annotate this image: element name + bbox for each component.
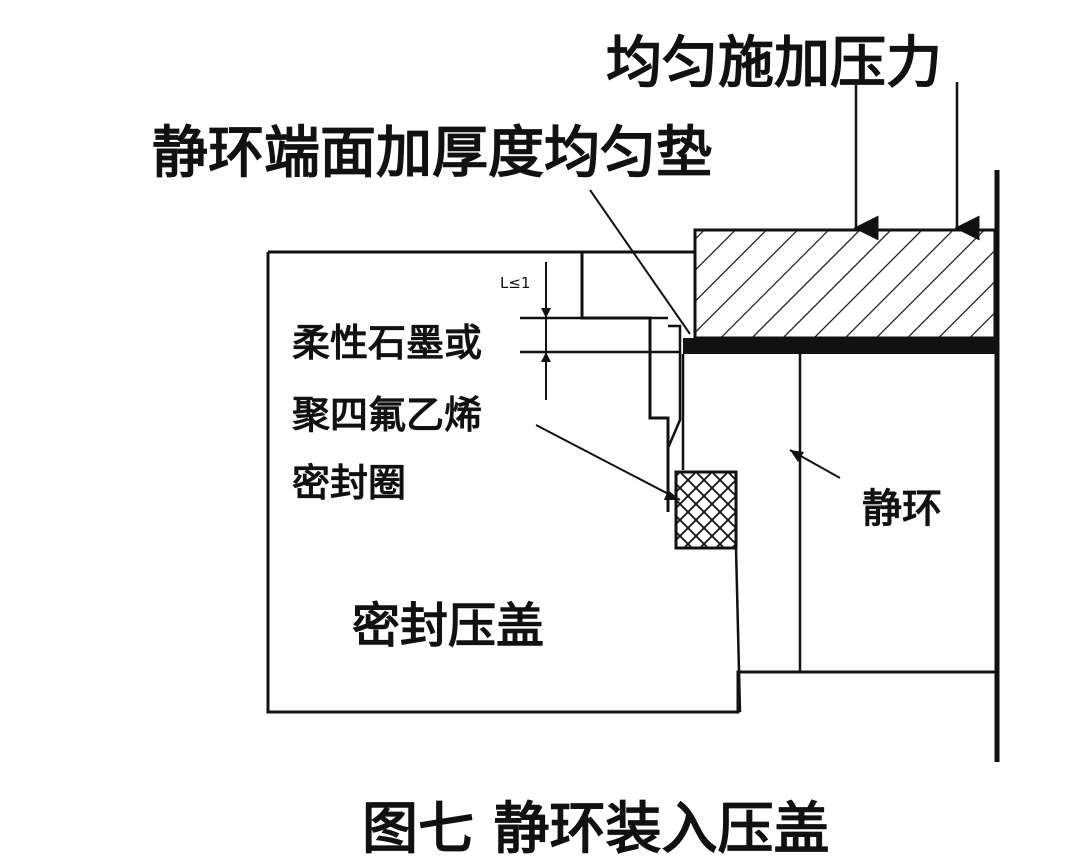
gland-label: 密封压盖 xyxy=(352,598,544,654)
pressure-plate xyxy=(693,228,997,340)
gland-inner-profile xyxy=(666,324,682,482)
seal-ring-leader-arrow xyxy=(664,490,680,500)
gland-lower-profile xyxy=(734,547,742,713)
gland-step-lines xyxy=(520,252,680,354)
seal-ring-label-line2: 聚四氟乙烯 xyxy=(291,393,482,437)
seal-ring-label-line1: 柔性石墨或 xyxy=(292,321,482,365)
uniform-pad xyxy=(683,338,997,354)
dimension-arrow-bottom xyxy=(541,352,551,362)
dimension-arrow-top xyxy=(541,308,551,318)
stationary-ring-outline xyxy=(681,354,802,672)
end-face-pad-label: 静环端面加厚度均匀垫 xyxy=(152,121,712,186)
figure-caption: 图七 静环装入压盖 xyxy=(362,797,830,862)
pad-leader-line xyxy=(589,189,691,335)
uniform-pressure-label: 均匀施加压力 xyxy=(606,31,942,96)
stationary-ring-leader-arrow xyxy=(790,450,804,462)
seal-ring xyxy=(674,470,738,550)
dimension-mark-label: L≤1 xyxy=(500,274,530,292)
seal-ring-label-line3: 密封圈 xyxy=(292,461,406,505)
stationary-ring-label: 静环 xyxy=(862,486,942,532)
seal-ring-leader-line xyxy=(535,424,681,501)
